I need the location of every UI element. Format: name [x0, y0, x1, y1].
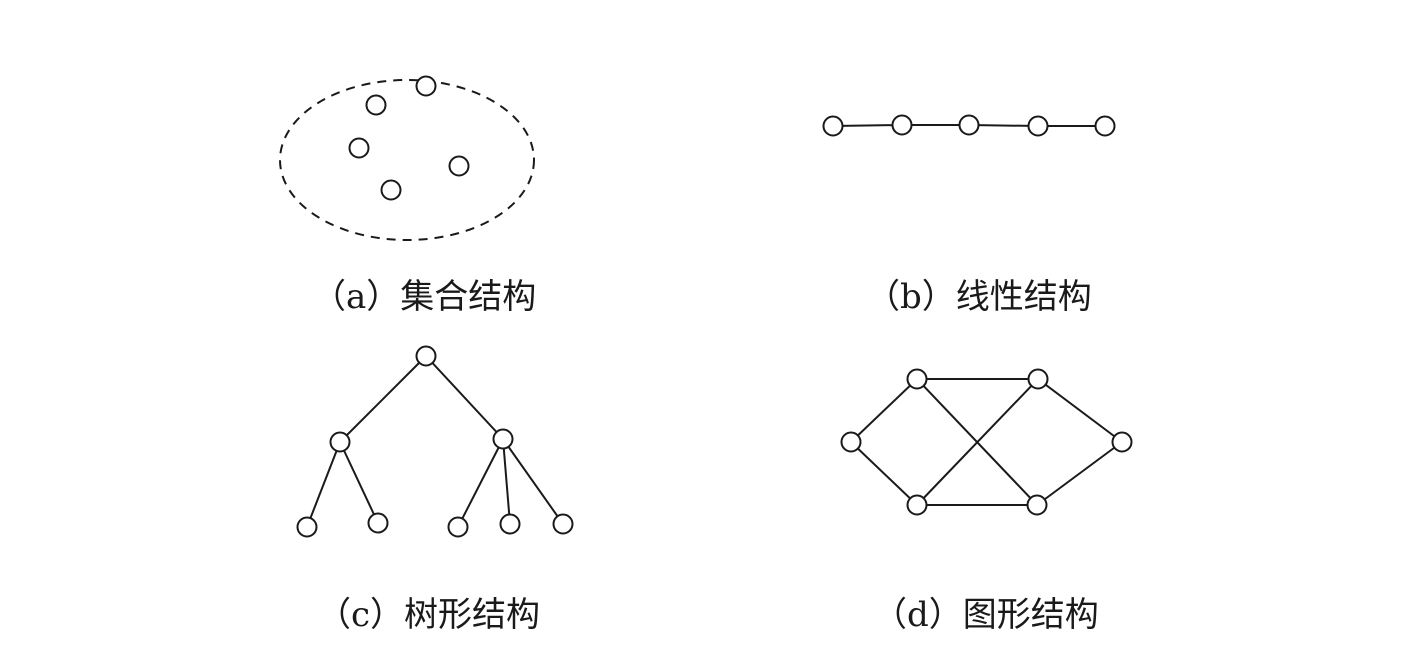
graph-edge	[916, 378, 1039, 506]
tree-edge	[502, 438, 564, 525]
graph-node	[1026, 494, 1048, 516]
linear-node	[1094, 115, 1116, 137]
graph-node	[1027, 368, 1049, 390]
set-element-node	[365, 94, 387, 116]
tree-edge	[502, 438, 511, 525]
tree-node	[499, 513, 521, 535]
caption-set-structure: （a）集合结构	[312, 277, 537, 317]
tree-edge	[339, 441, 379, 524]
graph-edge	[1037, 378, 1123, 443]
graph-edge	[850, 378, 918, 443]
linear-node	[822, 115, 844, 137]
linear-edge	[832, 124, 903, 127]
linear-node	[958, 114, 980, 136]
graph-node	[840, 431, 862, 453]
set-element-node	[415, 75, 437, 97]
graph-edge	[850, 441, 918, 506]
set-element-node	[380, 179, 402, 201]
tree-node	[492, 428, 514, 450]
tree-node	[552, 513, 574, 535]
caption-linear-structure: （b）线性结构	[866, 277, 1092, 317]
set-element-node	[348, 137, 370, 159]
linear-edge	[968, 124, 1039, 127]
set-structure-panel	[279, 75, 535, 241]
graph-node	[906, 368, 928, 390]
tree-structure-panel	[296, 345, 574, 538]
tree-edge	[457, 438, 504, 528]
caption-tree-structure: （c）树形结构	[317, 595, 541, 635]
tree-node	[447, 516, 469, 538]
graph-structure-panel	[840, 368, 1133, 516]
graph-node	[1111, 431, 1133, 453]
linear-structure-panel	[822, 114, 1116, 137]
tree-node	[329, 431, 351, 453]
tree-node	[415, 345, 437, 367]
graph-node	[906, 494, 928, 516]
tree-edge	[339, 355, 427, 443]
graph-edge	[1036, 441, 1123, 506]
linear-node	[891, 114, 913, 136]
set-element-node	[448, 155, 470, 177]
linear-node	[1027, 115, 1049, 137]
caption-graph-structure: （d）图形结构	[873, 595, 1099, 635]
tree-edge	[306, 441, 341, 528]
tree-node	[296, 516, 318, 538]
tree-node	[367, 512, 389, 534]
set-boundary	[279, 79, 535, 241]
tree-edge	[425, 355, 504, 440]
